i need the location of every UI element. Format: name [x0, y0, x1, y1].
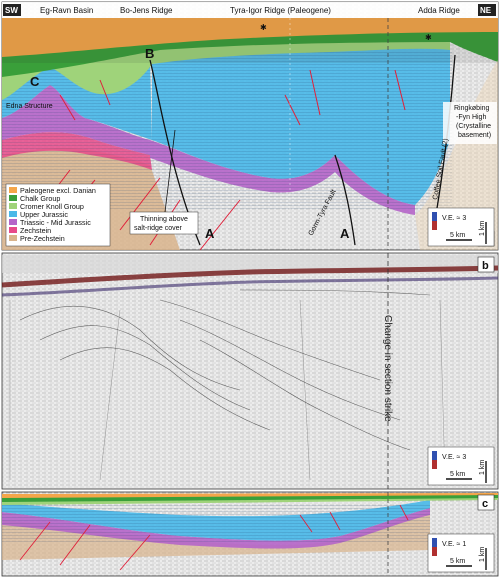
legend-swatch-2 — [9, 203, 17, 209]
ve-label-a: V.E. ≈ 3 — [442, 215, 466, 222]
location-eg-ravn: Eg-Ravn Basin — [40, 6, 93, 15]
ne-label: NE — [480, 6, 492, 15]
sw-label: SW — [5, 6, 18, 15]
v-scale-label-a: 1 km — [479, 221, 486, 236]
panel-a: SW NE Eg-Ravn Basin Bo-Jens Ridge Tyra-I… — [1, 1, 499, 251]
panel-letter-box-c — [477, 494, 495, 511]
panel-c: c V.E. ≈ 1 5 km 1 km — [1, 491, 499, 577]
thinning-label-1: Thinning above — [140, 216, 188, 223]
legend-item-2: Cromer Knoll Group — [20, 202, 84, 211]
legend-item-1: Chalk Group — [20, 194, 60, 203]
panel-letter-b: b — [482, 260, 489, 272]
ringkobing-label-4: basement) — [458, 132, 491, 139]
legend-item-0: Paleogene excl. Danian — [20, 186, 96, 195]
legend-swatch-4 — [9, 219, 17, 225]
letter-a-right: A — [340, 226, 350, 241]
legend-item-4: Triassic - Mid Jurassic — [20, 218, 91, 227]
scale-bar-a: V.E. ≈ 3 5 km 1 km — [427, 207, 495, 247]
location-bo-jens: Bo-Jens Ridge — [120, 6, 173, 15]
scale-bar-c: V.E. ≈ 1 5 km 1 km — [427, 533, 495, 573]
h-scale-label-b: 5 km — [450, 471, 465, 478]
thinning-label-2: salt-ridge cover — [134, 225, 183, 232]
panel-b: Change in section strike b V.E. ≈ 3 5 km… — [1, 252, 499, 490]
letter-c: C — [30, 74, 40, 89]
letter-b: B — [145, 46, 154, 61]
panel-letter-box-b — [477, 256, 495, 273]
panel-letter-c: c — [482, 498, 488, 510]
ringkobing-label-1: Ringkøbing — [454, 105, 490, 112]
legend: Paleogene excl. Danian Chalk Group Crome… — [5, 183, 111, 247]
legend-item-6: Pre-Zechstein — [20, 234, 65, 243]
legend-swatch-3 — [9, 211, 17, 217]
legend-item-5: Zechstein — [20, 226, 51, 235]
scale-bar-b: V.E. ≈ 3 5 km 1 km — [427, 446, 495, 486]
h-scale-label-a: 5 km — [450, 232, 465, 239]
location-tyra-igor: Tyra-Igor Ridge (Paleogene) — [230, 6, 331, 15]
legend-swatch-1 — [9, 195, 17, 201]
h-scale-label-c: 5 km — [450, 558, 465, 565]
ringkobing-label-3: (Crystalline — [456, 123, 491, 130]
legend-swatch-0 — [9, 187, 17, 193]
ve-label-c: V.E. ≈ 1 — [442, 541, 466, 548]
ringkobing-label-2: -Fyn High — [456, 114, 486, 121]
letter-a-left: A — [205, 226, 215, 241]
v-scale-label-c: 1 km — [479, 547, 486, 562]
edna-structure-label: Edna Structure — [6, 103, 53, 110]
legend-swatch-5 — [9, 227, 17, 233]
cromer-knoll-layer — [2, 40, 450, 100]
location-adda: Adda Ridge — [418, 6, 460, 15]
change-in-strike-label: Change in section strike — [382, 315, 393, 422]
legend-item-3: Upper Jurassic — [20, 210, 68, 219]
ne-badge — [478, 4, 496, 16]
legend-swatch-6 — [9, 235, 17, 241]
ve-label-b: V.E. ≈ 3 — [442, 454, 466, 461]
sw-badge — [3, 4, 21, 16]
star-marker-2: ✱ — [425, 33, 432, 42]
v-scale-label-b: 1 km — [479, 460, 486, 475]
star-marker: ✱ — [260, 23, 267, 32]
